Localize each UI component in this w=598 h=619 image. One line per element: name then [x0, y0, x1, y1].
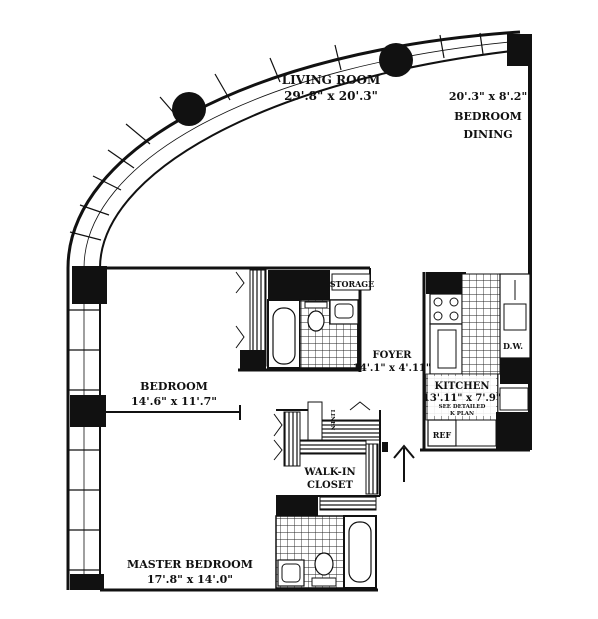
- sink-2: [281, 563, 301, 583]
- kitchen-dims: 13'.11" x 7'.9": [423, 393, 501, 404]
- refrigerator-label: REF: [433, 430, 452, 440]
- linen-label: LINEN: [329, 410, 335, 431]
- column-west-3: [70, 574, 104, 590]
- bathroom-1: [267, 270, 359, 369]
- bedroom-dining-dims: 20'.3" x 8'.2": [449, 90, 527, 103]
- foyer-label: FOYER: [373, 350, 413, 361]
- kitchen-sink: [503, 303, 527, 331]
- living-room-dims: 29'.8" x 20'.3": [284, 89, 378, 103]
- kitchen-label: KITCHEN: [435, 381, 490, 392]
- bedroom-dims: 14'.6" x 11'.7": [131, 395, 217, 408]
- column-round-1: [172, 92, 206, 126]
- kitchen-note-1: SEE DETAILED: [439, 404, 486, 410]
- column-west-1: [72, 266, 107, 304]
- master-bedroom-dims: 17'.8" x 14'.0": [147, 573, 233, 586]
- bedroom-closet: [235, 269, 267, 370]
- kitchen: [420, 272, 531, 452]
- entry-arrow-icon: [393, 444, 415, 482]
- toilet-1: [307, 310, 325, 332]
- linen-closet: [307, 401, 323, 443]
- living-room-label: LIVING ROOM: [282, 73, 381, 87]
- master-bedroom-label: MASTER BEDROOM: [127, 558, 253, 571]
- columns: [70, 34, 532, 590]
- column-corner-ne: [507, 34, 532, 66]
- kitchen-note-2: K PLAN: [450, 411, 474, 417]
- refrigerator: [427, 419, 457, 447]
- sink-1: [334, 303, 354, 319]
- bedroom-label: BEDROOM: [140, 380, 208, 393]
- bedroom-dining-label-1: BEDROOM: [454, 110, 522, 123]
- bathroom-2: [275, 496, 377, 589]
- toilet-2: [314, 552, 334, 576]
- walk-in-closet-label-2: CLOSET: [307, 480, 354, 491]
- walk-in-closet: [273, 401, 388, 511]
- bedroom-dining-label-2: DINING: [463, 128, 512, 141]
- column-round-2: [379, 43, 413, 77]
- dishwasher-label: D.W.: [503, 341, 523, 351]
- foyer-dims: 14'.1" x 4'.11": [353, 363, 431, 374]
- storage-label: STORAGE: [330, 279, 374, 289]
- bathtub-2: [348, 521, 372, 583]
- stove: [429, 293, 463, 325]
- storage-closet: [331, 273, 371, 291]
- bathtub-1: [272, 307, 296, 365]
- walk-in-closet-label-1: WALK-IN: [303, 467, 355, 478]
